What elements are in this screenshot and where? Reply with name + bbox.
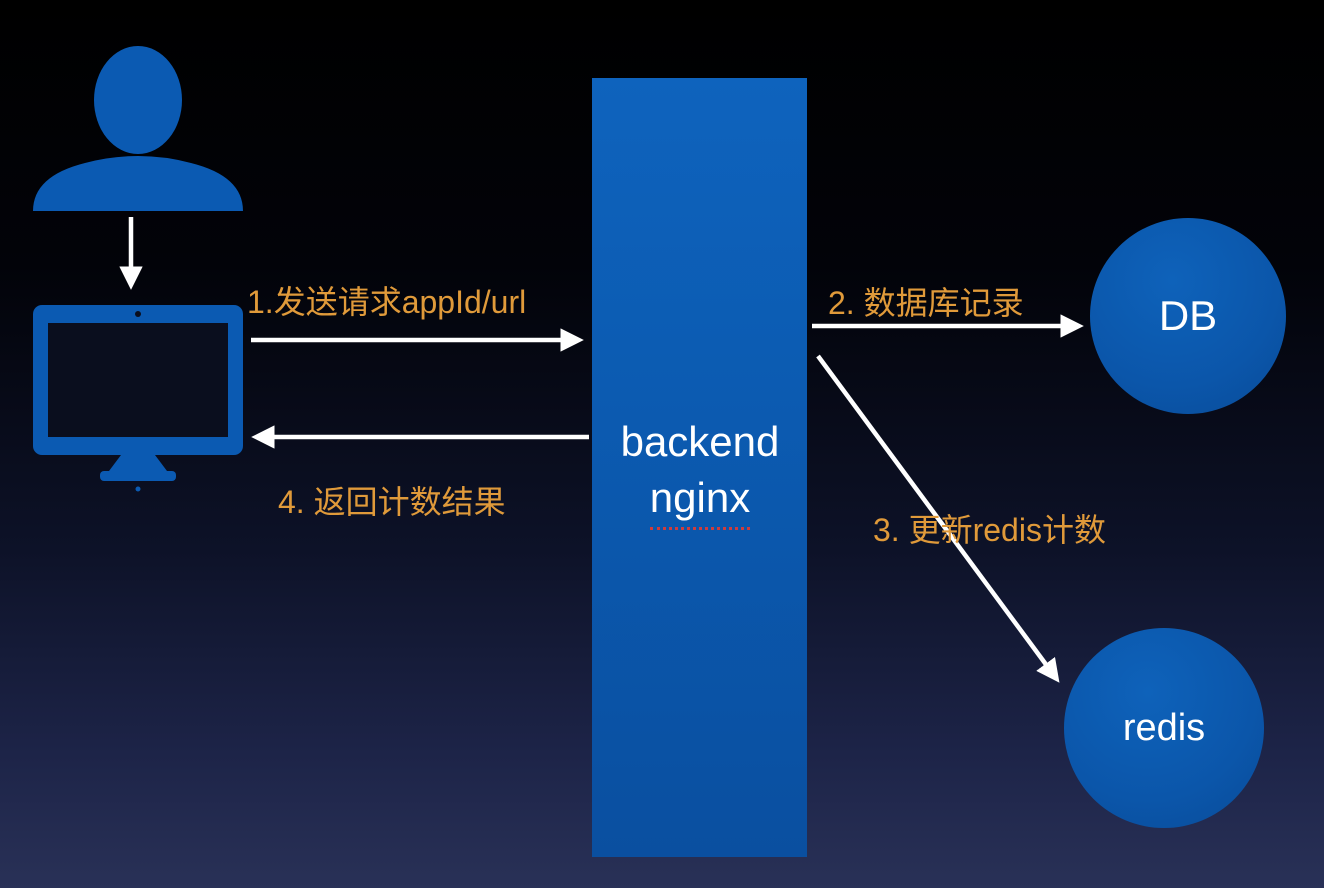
user-icon <box>33 46 243 211</box>
edge-label-step3: 3. 更新redis计数 <box>873 512 1106 548</box>
backend-node-label: backend nginx <box>575 414 825 530</box>
edge-label-step2: 2. 数据库记录 <box>828 285 1024 321</box>
db-node-label: DB <box>1158 292 1218 339</box>
redis-node: redis <box>1064 628 1264 828</box>
edge-label-step1: 1.发送请求appId/url <box>247 284 527 320</box>
arrow-step3 <box>816 354 1060 683</box>
backend-label-line1: backend <box>620 418 780 465</box>
redis-node-label: redis <box>1122 706 1206 749</box>
edge-label-step4: 4. 返回计数结果 <box>278 484 506 520</box>
monitor-icon <box>33 305 243 492</box>
db-node: DB <box>1090 218 1286 414</box>
backend-label-line2: nginx <box>649 470 751 530</box>
backend-node <box>592 78 807 857</box>
